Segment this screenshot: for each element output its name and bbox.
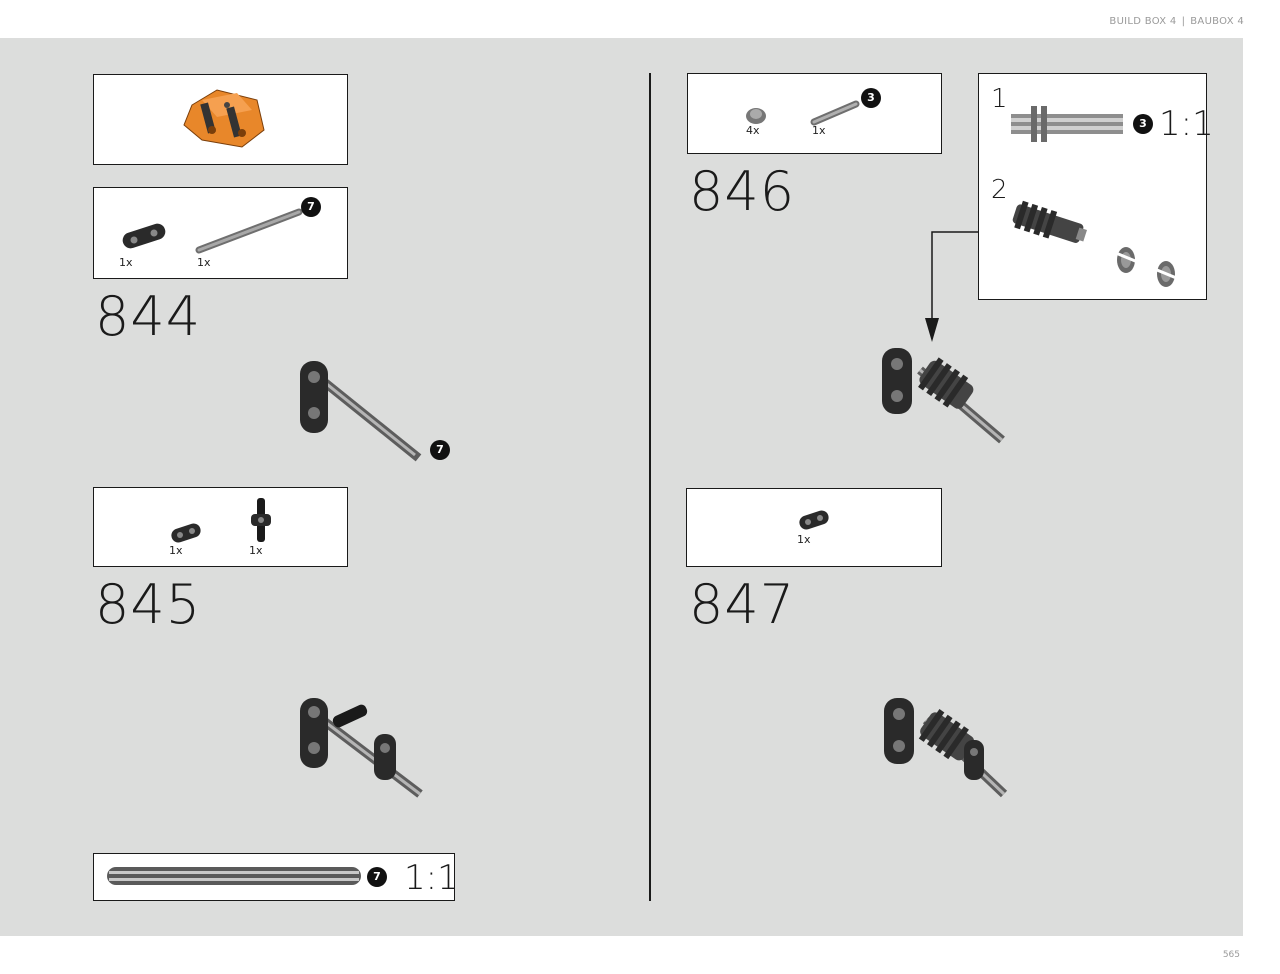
parts-callout-846: 4x 1x 3 [687, 73, 942, 154]
header-right: BAUBOX 4 [1190, 16, 1244, 27]
pin-connector-part-icon [251, 498, 271, 542]
orange-submodel-image [183, 89, 265, 148]
axle-length-badge: 7 [301, 197, 321, 217]
axle-7-scale-image [107, 867, 361, 885]
parts-844-images [122, 208, 303, 254]
axle-length-badge: 3 [1133, 114, 1153, 134]
part-qty: 1x [812, 124, 826, 137]
bush-stack-image [1012, 200, 1192, 287]
step-number: 846 [689, 160, 796, 223]
axle-length-badge: 7 [430, 440, 450, 460]
small-connector-part-icon [171, 523, 201, 543]
parts-845-images [171, 498, 271, 543]
callout-arrow [925, 231, 978, 342]
page-divider [649, 73, 651, 901]
scale-label: 1:1 [1159, 104, 1214, 144]
part-qty: 1x [197, 256, 211, 269]
step-number: 845 [95, 573, 202, 636]
subassembly-images [1011, 106, 1192, 287]
axle-length-badge: 7 [367, 867, 387, 887]
parts-callout-844: 1x 1x 7 [93, 187, 348, 279]
step-847-model-image [884, 698, 1008, 798]
connector-part-icon [122, 223, 166, 249]
page-number: 565 [1222, 950, 1240, 960]
part-qty: 1x [169, 544, 183, 557]
header-left: BUILD BOX 4 [1109, 16, 1177, 27]
axle-3-part-icon [810, 100, 860, 126]
parts-847-images [799, 510, 829, 530]
axle-with-bushes-image [1011, 106, 1123, 142]
step-number: 847 [689, 573, 796, 636]
substep-number: 1 [991, 84, 1008, 114]
part-qty: 1x [249, 544, 263, 557]
step-844-model-image [300, 361, 422, 462]
page-header: BUILD BOX 4 | BAUBOX 4 [1109, 16, 1244, 27]
bush-part-icon [746, 108, 766, 124]
part-qty: 1x [119, 256, 133, 269]
header-separator: | [1181, 16, 1186, 27]
axle-7-part-icon [195, 208, 303, 254]
scale-label: 1:1 [404, 858, 459, 898]
substep-number: 2 [991, 175, 1008, 205]
axle-length-badge: 3 [861, 88, 881, 108]
part-qty: 1x [797, 533, 811, 546]
step-845-model-image [300, 698, 423, 798]
small-connector-part-icon [799, 510, 829, 530]
scale-reference-box: 7 1:1 [93, 853, 459, 901]
parts-callout-845: 1x 1x [93, 487, 348, 567]
parts-846-images [746, 100, 860, 126]
parts-callout-847: 1x [686, 488, 942, 567]
step-number: 844 [95, 285, 202, 348]
subassembly-box: 1 3 1:1 2 [978, 73, 1214, 300]
step-846-model-image [882, 348, 1005, 444]
part-qty: 4x [746, 124, 760, 137]
submodel-preview-box [93, 74, 348, 165]
